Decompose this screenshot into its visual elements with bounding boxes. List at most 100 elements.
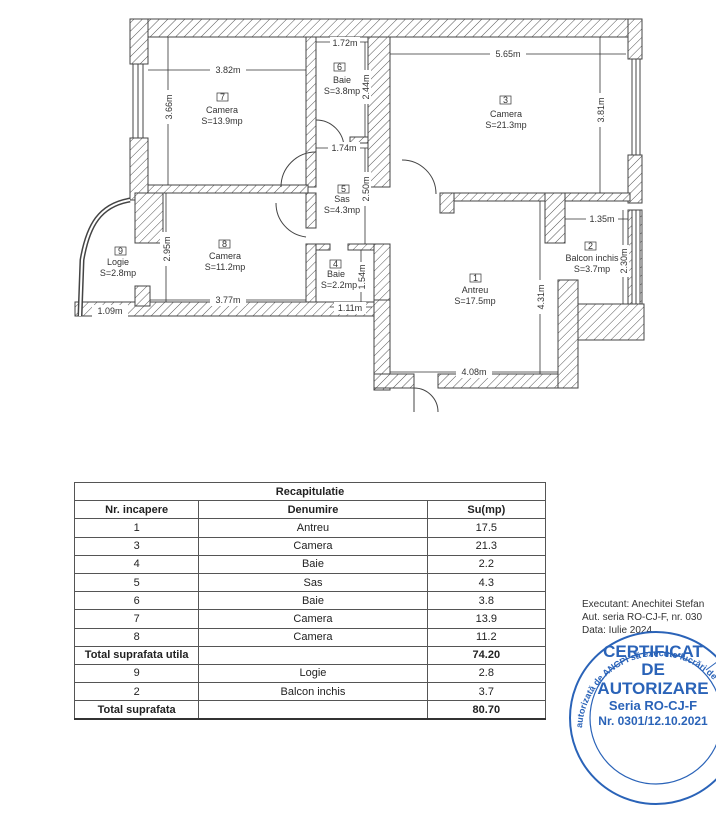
cell-name: Logie bbox=[198, 663, 428, 684]
cell-su: 3.8 bbox=[426, 591, 547, 611]
cell-su: 21.3 bbox=[426, 536, 547, 556]
room-3-area: S=21.3mp bbox=[485, 120, 526, 130]
table-row: 5 Sas 4.3 bbox=[73, 572, 547, 593]
windows bbox=[77, 58, 641, 317]
seal-de: DE bbox=[641, 660, 665, 679]
total-util-empty bbox=[198, 645, 428, 665]
executant-name: Executant: Anechitei Stefan bbox=[582, 599, 705, 610]
cell-name: Antreu bbox=[198, 518, 428, 538]
total-row: Total suprafata 80.70 bbox=[73, 700, 547, 721]
room-1-nr: 1 bbox=[473, 273, 478, 283]
cell-nr: 7 bbox=[73, 609, 200, 629]
room-7-name: Camera bbox=[206, 105, 238, 115]
cell-nr: 6 bbox=[73, 591, 200, 611]
cell-name: Sas bbox=[198, 572, 428, 593]
seal-number: Nr. 0301/12.10.2021 bbox=[598, 714, 708, 728]
header-su: Su(mp) bbox=[426, 500, 547, 520]
table-row: 6 Baie 3.8 bbox=[73, 591, 547, 611]
table-title: Recapitulatie bbox=[74, 481, 546, 502]
room-4-area: S=2.2mp bbox=[321, 280, 357, 290]
table-row: 4 Baie 2.2 bbox=[73, 554, 547, 574]
dim-4-31: 4.31m bbox=[536, 284, 546, 309]
room-8-area: S=11.2mp bbox=[205, 262, 246, 272]
total-util-value: 74.20 bbox=[426, 645, 547, 665]
dimension-labels: 3.82m 3.66m 1.72m 2.44m 5.65m 3.81m 1.74… bbox=[92, 37, 629, 378]
table-row: 9 Logie 2.8 bbox=[73, 663, 547, 684]
cell-nr: 3 bbox=[73, 536, 200, 556]
table-row: 7 Camera 13.9 bbox=[73, 609, 547, 629]
room-5-area: S=4.3mp bbox=[324, 205, 360, 215]
dim-2-30: 2.30m bbox=[619, 248, 629, 273]
dim-1-11: 1.11m bbox=[338, 303, 362, 313]
authorization-seal: autorizată de ANCPI să execute lucrări d… bbox=[569, 631, 716, 805]
cell-su: 11.2 bbox=[426, 627, 547, 647]
room-3-name: Camera bbox=[490, 109, 522, 119]
room-2-nr: 2 bbox=[588, 241, 593, 251]
cell-name: Baie bbox=[198, 591, 428, 611]
room-3-nr: 3 bbox=[503, 95, 508, 105]
table-row: 3 Camera 21.3 bbox=[73, 536, 547, 556]
header-denumire: Denumire bbox=[198, 500, 428, 520]
dim-1-35: 1.35m bbox=[589, 214, 614, 224]
room-2-area: S=3.7mp bbox=[574, 264, 610, 274]
room-5-nr: 5 bbox=[341, 184, 346, 194]
cell-nr: 9 bbox=[73, 663, 200, 684]
dim-4-08: 4.08m bbox=[461, 367, 486, 377]
table-row: 2 Balcon inchis 3.7 bbox=[73, 682, 547, 702]
room-6-name: Baie bbox=[333, 75, 351, 85]
cell-name: Balcon inchis bbox=[198, 682, 428, 702]
cell-name: Camera bbox=[198, 536, 428, 556]
header-nr: Nr. incapere bbox=[73, 500, 200, 520]
cell-name: Camera bbox=[198, 609, 428, 629]
table-row: 1 Antreu 17.5 bbox=[73, 518, 547, 538]
total-util-label: Total suprafata utila bbox=[73, 645, 200, 665]
dim-3-82: 3.82m bbox=[215, 65, 240, 75]
floor-plan: 3.82m 3.66m 1.72m 2.44m 5.65m 3.81m 1.74… bbox=[74, 18, 645, 413]
walls bbox=[74, 18, 645, 391]
cell-su: 2.2 bbox=[426, 554, 547, 574]
seal-certificat: CERTIFICAT bbox=[603, 642, 703, 661]
room-1-name: Antreu bbox=[462, 285, 489, 295]
cell-nr: 1 bbox=[73, 518, 200, 538]
recap-table: Recapitulatie Nr. incapere Denumire Su(m… bbox=[73, 481, 547, 721]
cell-nr: 5 bbox=[73, 572, 200, 593]
cell-nr: 8 bbox=[73, 627, 200, 647]
dim-2-50: 2.50m bbox=[361, 176, 371, 201]
room-7-area: S=13.9mp bbox=[201, 116, 242, 126]
executant-info: Executant: Anechitei Stefan Aut. seria R… bbox=[582, 598, 704, 637]
dim-3-81: 3.81m bbox=[596, 97, 606, 122]
dim-3-66: 3.66m bbox=[164, 94, 174, 119]
room-8-name: Camera bbox=[209, 251, 241, 261]
room-2-name: Balcon inchis bbox=[565, 253, 619, 263]
dim-5-65: 5.65m bbox=[495, 49, 520, 59]
seal-series: Seria RO-CJ-F bbox=[608, 698, 698, 713]
room-9-area: S=2.8mp bbox=[100, 268, 136, 278]
room-8-nr: 8 bbox=[222, 239, 227, 249]
cell-su: 17.5 bbox=[426, 518, 547, 538]
cell-su: 13.9 bbox=[426, 609, 547, 629]
dim-1-74: 1.74m bbox=[331, 143, 356, 153]
cell-su: 4.3 bbox=[426, 572, 547, 593]
total-value: 80.70 bbox=[426, 700, 547, 721]
table-header-row: Nr. incapere Denumire Su(mp) bbox=[73, 500, 547, 520]
room-6-area: S=3.8mp bbox=[324, 86, 360, 96]
authorization: Aut. seria RO-CJ-F, nr. 030 bbox=[582, 612, 703, 623]
total-label: Total suprafata bbox=[73, 700, 200, 721]
cell-name: Camera bbox=[198, 627, 428, 647]
room-label-text: 7 Camera S=13.9mp 6 Baie S=3.8mp 3 Camer… bbox=[100, 62, 619, 306]
room-9-name: Logie bbox=[107, 257, 129, 267]
total-util-row: Total suprafata utila 74.20 bbox=[73, 645, 547, 665]
room-7-nr: 7 bbox=[220, 92, 225, 102]
total-empty bbox=[198, 700, 428, 721]
cell-su: 2.8 bbox=[426, 663, 547, 684]
room-1-area: S=17.5mp bbox=[454, 296, 495, 306]
door-swings bbox=[275, 119, 439, 413]
dim-1-54: 1.54m bbox=[357, 264, 367, 289]
room-5-name: Sas bbox=[334, 194, 350, 204]
room-4-name: Baie bbox=[327, 269, 345, 279]
room-labels bbox=[114, 62, 597, 283]
seal-autorizare: AUTORIZARE bbox=[597, 679, 709, 698]
cell-name: Baie bbox=[198, 554, 428, 574]
room-6-nr: 6 bbox=[337, 62, 342, 72]
room-4-nr: 4 bbox=[333, 259, 338, 269]
